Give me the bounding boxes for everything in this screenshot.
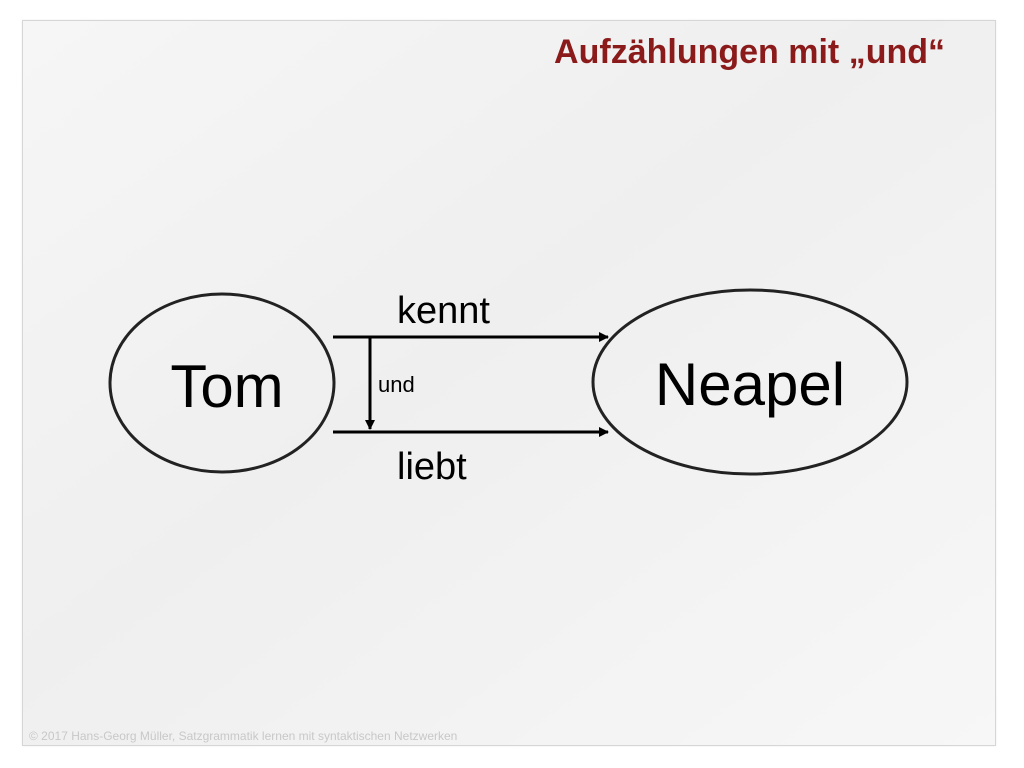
node-neapel-label: Neapel	[655, 351, 845, 418]
network-diagram: Tom Neapel kennt liebt und	[108, 288, 909, 488]
edge-liebt-label: liebt	[397, 446, 467, 488]
connector-und-label: und	[378, 372, 415, 397]
edge-kennt-label: kennt	[397, 290, 490, 332]
slide-title: Aufzählungen mit „und“	[554, 33, 945, 71]
footer-copyright: © 2017 Hans-Georg Müller, Satzgrammatik …	[29, 729, 458, 743]
node-tom-ellipse	[108, 292, 336, 474]
node-neapel-ellipse	[591, 288, 909, 476]
slide: Aufzählungen mit „und“ Tom Neapel kennt …	[22, 20, 996, 746]
node-tom-label: Tom	[170, 353, 283, 420]
